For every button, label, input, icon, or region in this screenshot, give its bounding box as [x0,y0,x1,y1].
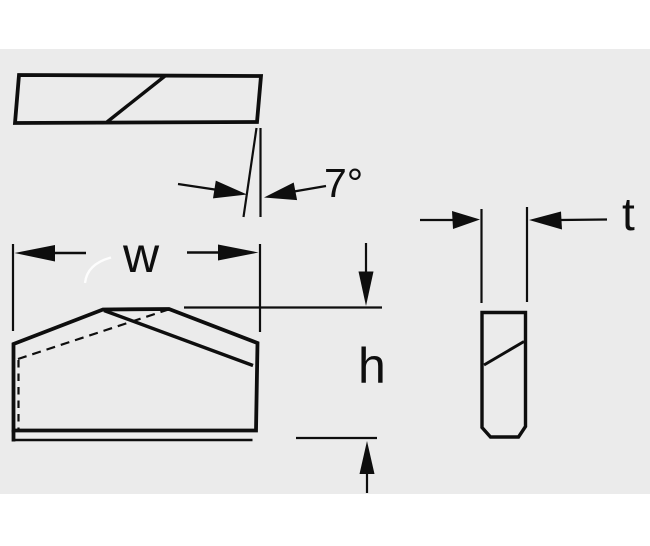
width-label: w [122,227,160,283]
thickness-arrowhead-left [452,211,480,229]
thickness-dim-line-right [559,218,608,222]
drawing-background [0,49,650,494]
side-view-bevel-front-edge [103,308,254,368]
height-arrowhead-bottom [359,441,375,474]
width-arrowhead-right [218,244,259,261]
width-arrowhead-left [14,245,55,262]
angle-label: 7° [324,160,363,206]
angle-leader-right-line [293,184,327,193]
height-arrowhead-top [358,271,374,306]
angle-arrowhead-left [213,180,247,199]
angle-leader-left-line [177,182,219,192]
angle-arrowhead-right [264,182,298,201]
thickness-arrowhead-right [529,211,562,230]
end-view-outline [480,310,528,439]
white-scratch-artifact [83,256,112,284]
side-view-hidden-bevel-edge-dashed [17,308,168,361]
angle-line-tilted [242,127,258,218]
top-view-outline [12,73,264,125]
top-view-bevel-edge [105,74,167,124]
thickness-label: t [622,188,635,240]
height-label: h [358,338,386,394]
end-view-bevel-edge [483,340,525,367]
